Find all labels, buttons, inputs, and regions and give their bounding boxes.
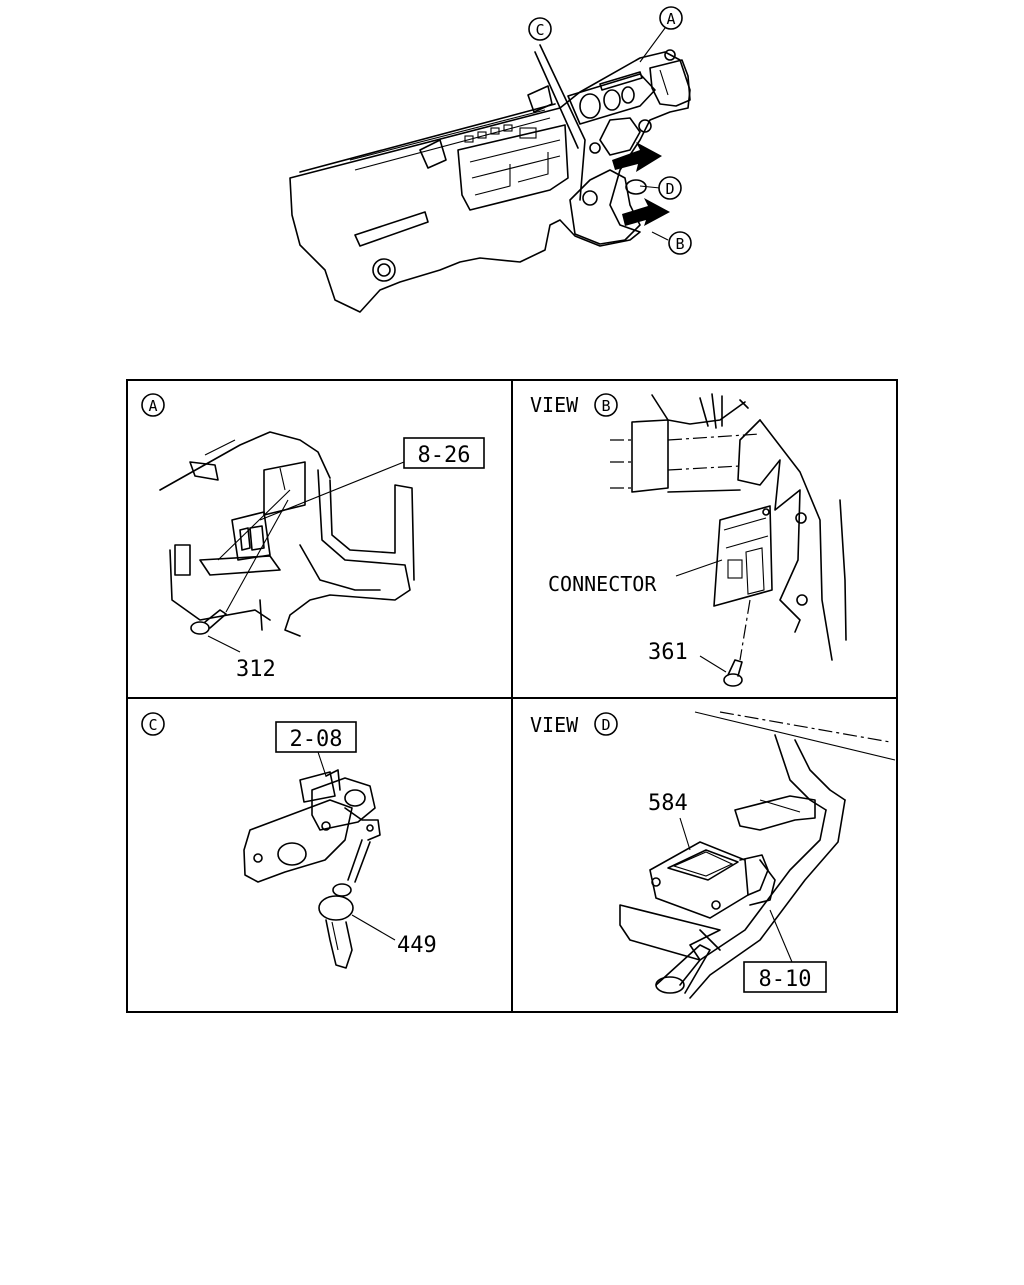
panel-d-view-word: VIEW <box>530 713 579 737</box>
panel-b: VIEW B CONNECTOR 361 <box>530 393 847 687</box>
svg-text:B: B <box>675 235 684 253</box>
svg-text:2-08: 2-08 <box>290 727 343 752</box>
arrow-right-icon <box>612 142 662 172</box>
circled-letter-icon <box>141 712 165 736</box>
svg-text:8-26: 8-26 <box>418 443 471 468</box>
circled-letter-icon <box>141 393 165 417</box>
panel-b-view-word: VIEW <box>530 393 579 417</box>
part-number-584: 584 <box>648 791 688 816</box>
panel-b-marker: B <box>601 397 610 415</box>
dashboard-overview <box>289 23 691 313</box>
panel-a: A 8-26 312 <box>141 393 485 682</box>
panel-d-marker: D <box>601 716 610 734</box>
circled-letter-icon <box>594 393 618 417</box>
callout-d: D <box>658 176 682 200</box>
part-number-361: 361 <box>648 640 688 665</box>
sensor-584 <box>649 841 769 919</box>
connector-label: CONNECTOR <box>548 572 657 596</box>
bolt-312 <box>190 609 227 635</box>
svg-text:A: A <box>666 10 675 28</box>
panel-d: VIEW D 584 <box>530 711 896 999</box>
svg-text:D: D <box>665 180 674 198</box>
callout-c: C <box>528 17 552 41</box>
circled-letter-icon <box>594 712 618 736</box>
svg-text:C: C <box>535 21 544 39</box>
part-number-312: 312 <box>236 657 276 682</box>
bolt-361 <box>723 659 743 687</box>
grommet-449 <box>318 883 354 969</box>
callout-a: A <box>659 6 683 30</box>
panel-c-marker: C <box>148 716 157 734</box>
part-number-449: 449 <box>397 933 437 958</box>
ref-box-8-10: 8-10 <box>743 961 827 993</box>
svg-text:8-10: 8-10 <box>759 967 812 992</box>
detail-grid <box>126 379 898 1013</box>
callout-b: B <box>668 231 692 255</box>
ref-box-2-08: 2-08 <box>275 721 357 753</box>
ref-box-8-26: 8-26 <box>403 437 485 469</box>
panel-c: C 2-08 449 <box>141 712 437 969</box>
panel-a-marker: A <box>148 397 157 415</box>
arrow-right-icon <box>622 198 670 226</box>
